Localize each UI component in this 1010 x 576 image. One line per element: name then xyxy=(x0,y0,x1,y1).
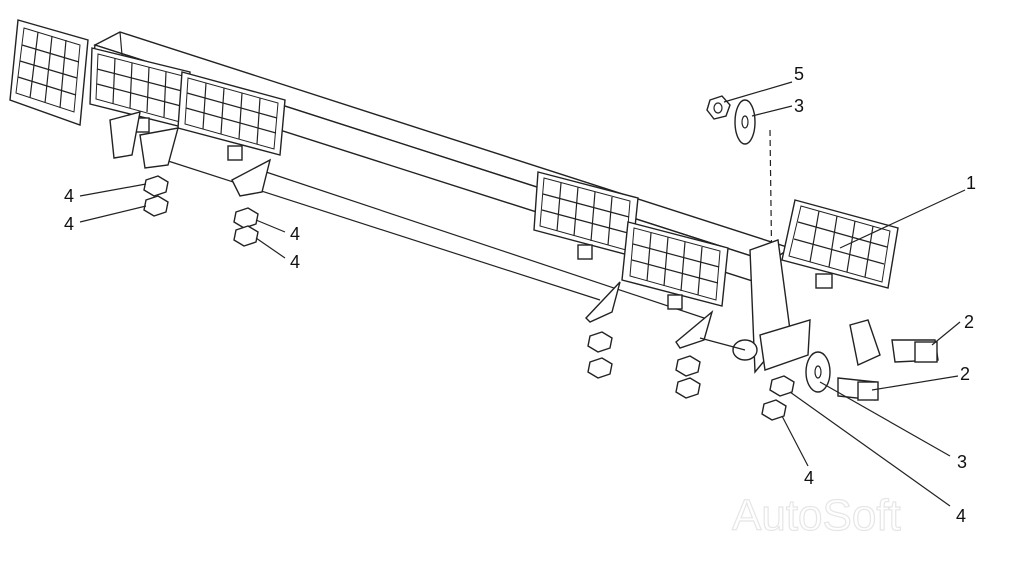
lamp-right-2 xyxy=(621,221,729,310)
side-mount-bracket xyxy=(699,239,881,374)
callout-4-right-lower: 4 xyxy=(804,468,814,488)
callout-5: 5 xyxy=(794,64,804,84)
callout-4-left-upper: 4 xyxy=(64,186,74,206)
washer-top xyxy=(734,99,756,145)
lamp-left-3 xyxy=(177,71,286,161)
nut-pair-4 xyxy=(675,355,701,399)
bolt-lower xyxy=(837,377,879,401)
callout-4-mid-upper: 4 xyxy=(290,224,300,244)
nut-pair-2 xyxy=(233,207,259,247)
callout-4-far-right: 4 xyxy=(956,506,966,526)
lamp-right-1 xyxy=(533,171,639,260)
callout-2a: 2 xyxy=(964,312,974,332)
callout-4-mid-lower: 4 xyxy=(290,252,300,272)
callout-labels: 5 3 1 2 2 3 4 4 4 4 4 4 xyxy=(64,64,976,526)
callout-3b: 3 xyxy=(957,452,967,472)
watermark-autosoft: AutoSoft xyxy=(732,491,901,540)
leader-lines xyxy=(79,81,966,507)
lamp-right-3 xyxy=(781,199,899,289)
nut-pair-3 xyxy=(587,331,613,379)
callout-1: 1 xyxy=(966,173,976,193)
lamp-left-1 xyxy=(9,19,89,126)
bolt-upper xyxy=(891,339,939,363)
nut-top xyxy=(706,95,731,120)
callout-3a: 3 xyxy=(794,96,804,116)
nut-right-lower xyxy=(761,375,795,421)
callout-2b: 2 xyxy=(960,364,970,384)
callout-4-left-lower: 4 xyxy=(64,214,74,234)
washer-right xyxy=(805,351,831,393)
nut-pair-1 xyxy=(143,175,169,217)
